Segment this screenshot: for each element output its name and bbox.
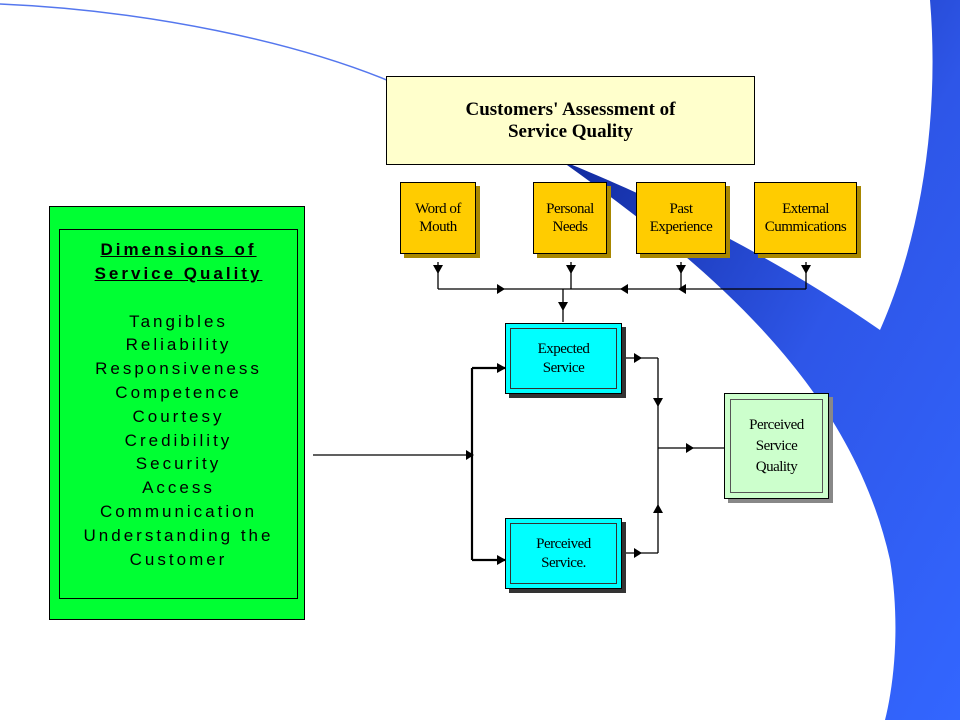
factor-label-line2: Cummications xyxy=(764,219,847,235)
perceived-quality-line2: Service xyxy=(755,437,798,454)
factor-word-of-mouth: Word of Mouth xyxy=(400,182,476,254)
perceived-service-box: Perceived Service. xyxy=(505,518,622,589)
expected-service-line1: Expected xyxy=(537,340,590,357)
arrow-down-icon xyxy=(558,302,568,311)
expected-service-box: Expected Service xyxy=(505,323,622,394)
dimensions-title-line2: Service Quality xyxy=(94,263,263,283)
assessment-box: Customers' Assessment of Service Quality xyxy=(386,76,755,165)
dimensions-inner-border: Dimensions of Service Quality Tangibles … xyxy=(59,229,298,599)
arrow-left-icon xyxy=(620,284,628,294)
arrow-right-icon xyxy=(686,443,694,453)
assessment-title-line1: Customers' Assessment of xyxy=(465,98,676,120)
dimension-item: Credibility xyxy=(124,430,233,450)
factor-label-line2: Experience xyxy=(649,219,713,235)
dimension-item: Communication xyxy=(99,501,258,521)
arrow-down-icon xyxy=(566,265,576,274)
arrow-right-icon xyxy=(497,555,506,565)
box-inner-border xyxy=(510,523,617,584)
dimension-item: Security xyxy=(135,454,222,474)
arrow-right-icon xyxy=(634,548,642,558)
box-inner-border xyxy=(510,328,617,389)
arrow-down-icon xyxy=(653,398,663,407)
perceived-service-line1: Perceived xyxy=(536,535,591,552)
dimension-item: Customer xyxy=(129,549,228,569)
assessment-title-line2: Service Quality xyxy=(507,120,634,142)
swoosh-curve-line xyxy=(0,3,411,91)
box-inner-border xyxy=(730,399,823,493)
dimension-item: Understanding the xyxy=(83,525,274,545)
factor-personal-needs: Personal Needs xyxy=(533,182,607,254)
dimension-item: Competence xyxy=(115,382,242,402)
arrow-up-icon xyxy=(653,504,663,513)
dimensions-spacer xyxy=(60,286,297,310)
arrow-right-icon xyxy=(497,284,505,294)
dimension-item: Responsiveness xyxy=(95,359,262,379)
arrow-right-icon xyxy=(497,363,506,373)
factor-label-line2: Needs xyxy=(552,219,588,235)
arrow-down-icon xyxy=(676,265,686,274)
factor-label-line1: Past xyxy=(669,201,693,217)
dimension-item: Courtesy xyxy=(132,406,225,426)
dimension-item: Reliability xyxy=(125,335,232,355)
perceived-quality-line1: Perceived xyxy=(749,416,804,433)
dimension-item: Tangibles xyxy=(129,311,228,331)
dimensions-title-line1: Dimensions of xyxy=(100,240,257,259)
arrow-down-icon xyxy=(801,265,811,274)
perceived-quality-line3: Quality xyxy=(755,458,798,475)
arrowheads xyxy=(433,265,811,565)
factor-label-line1: Word of xyxy=(415,201,461,217)
dimension-item: Access xyxy=(142,478,215,498)
expected-service-line2: Service xyxy=(542,359,585,376)
factor-past-experience: Past Experience xyxy=(636,182,726,254)
factor-external-communications: External Cummications xyxy=(754,182,857,254)
arrow-down-icon xyxy=(433,265,443,274)
dimensions-box: Dimensions of Service Quality Tangibles … xyxy=(49,206,305,620)
swoosh-shape xyxy=(560,0,960,720)
arrow-right-icon xyxy=(634,353,642,363)
factor-label-line2: Mouth xyxy=(419,219,457,235)
perceived-service-line2: Service. xyxy=(541,554,586,571)
factor-label-line1: Personal xyxy=(546,201,594,217)
arrow-right-icon xyxy=(466,450,474,460)
arrow-left-icon xyxy=(678,284,686,294)
perceived-service-quality-box: Perceived Service Quality xyxy=(724,393,829,499)
factor-label-line1: External xyxy=(782,201,829,217)
